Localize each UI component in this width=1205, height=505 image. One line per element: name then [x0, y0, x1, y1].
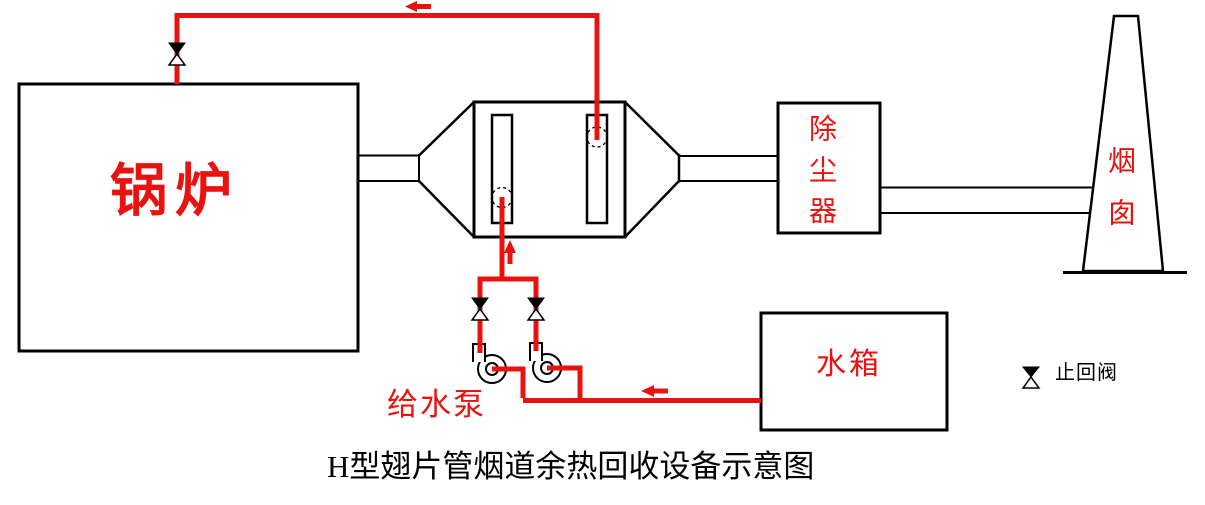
check-valve-pump2-icon — [526, 297, 546, 321]
check-valve-pump1-icon — [470, 297, 490, 321]
pipe-pump2-suction — [547, 365, 583, 398]
water-tank-box — [759, 311, 949, 432]
flue-duct-dust-to-chimney — [880, 186, 1100, 214]
flow-arrow-left-top-icon — [405, 1, 431, 12]
feed-pump-label: 给水泵 — [387, 387, 486, 422]
chimney-label: 烟囱 — [1104, 146, 1135, 250]
boiler-label: 锅炉 — [110, 160, 240, 223]
water-tank-label: 水箱 — [816, 348, 882, 381]
dust-collector-label: 除尘器 — [805, 114, 836, 237]
check-valve-legend-icon — [1021, 366, 1041, 389]
tube-header-left-circle — [491, 186, 513, 209]
heat-exchanger-transitions — [418, 101, 681, 238]
pipe-pump-discharge-header — [477, 276, 539, 353]
pipe-pump1-suction — [492, 366, 526, 398]
tube-header-right-circle — [586, 126, 608, 148]
flow-arrow-left-tank-icon — [641, 385, 668, 397]
check-valve-boiler-icon — [167, 42, 187, 66]
flow-arrow-up-exchanger-icon — [504, 240, 516, 264]
diagram-title: H型翅片管烟道余热回收设备示意图 — [327, 449, 815, 484]
flue-duct-exchanger-to-dust — [679, 155, 778, 182]
dust-collector-box — [776, 101, 882, 235]
flue-duct-boiler-to-exchanger — [358, 154, 420, 183]
boiler-box — [17, 82, 360, 353]
legend-check-valve-label: 止回阀 — [1055, 362, 1118, 384]
